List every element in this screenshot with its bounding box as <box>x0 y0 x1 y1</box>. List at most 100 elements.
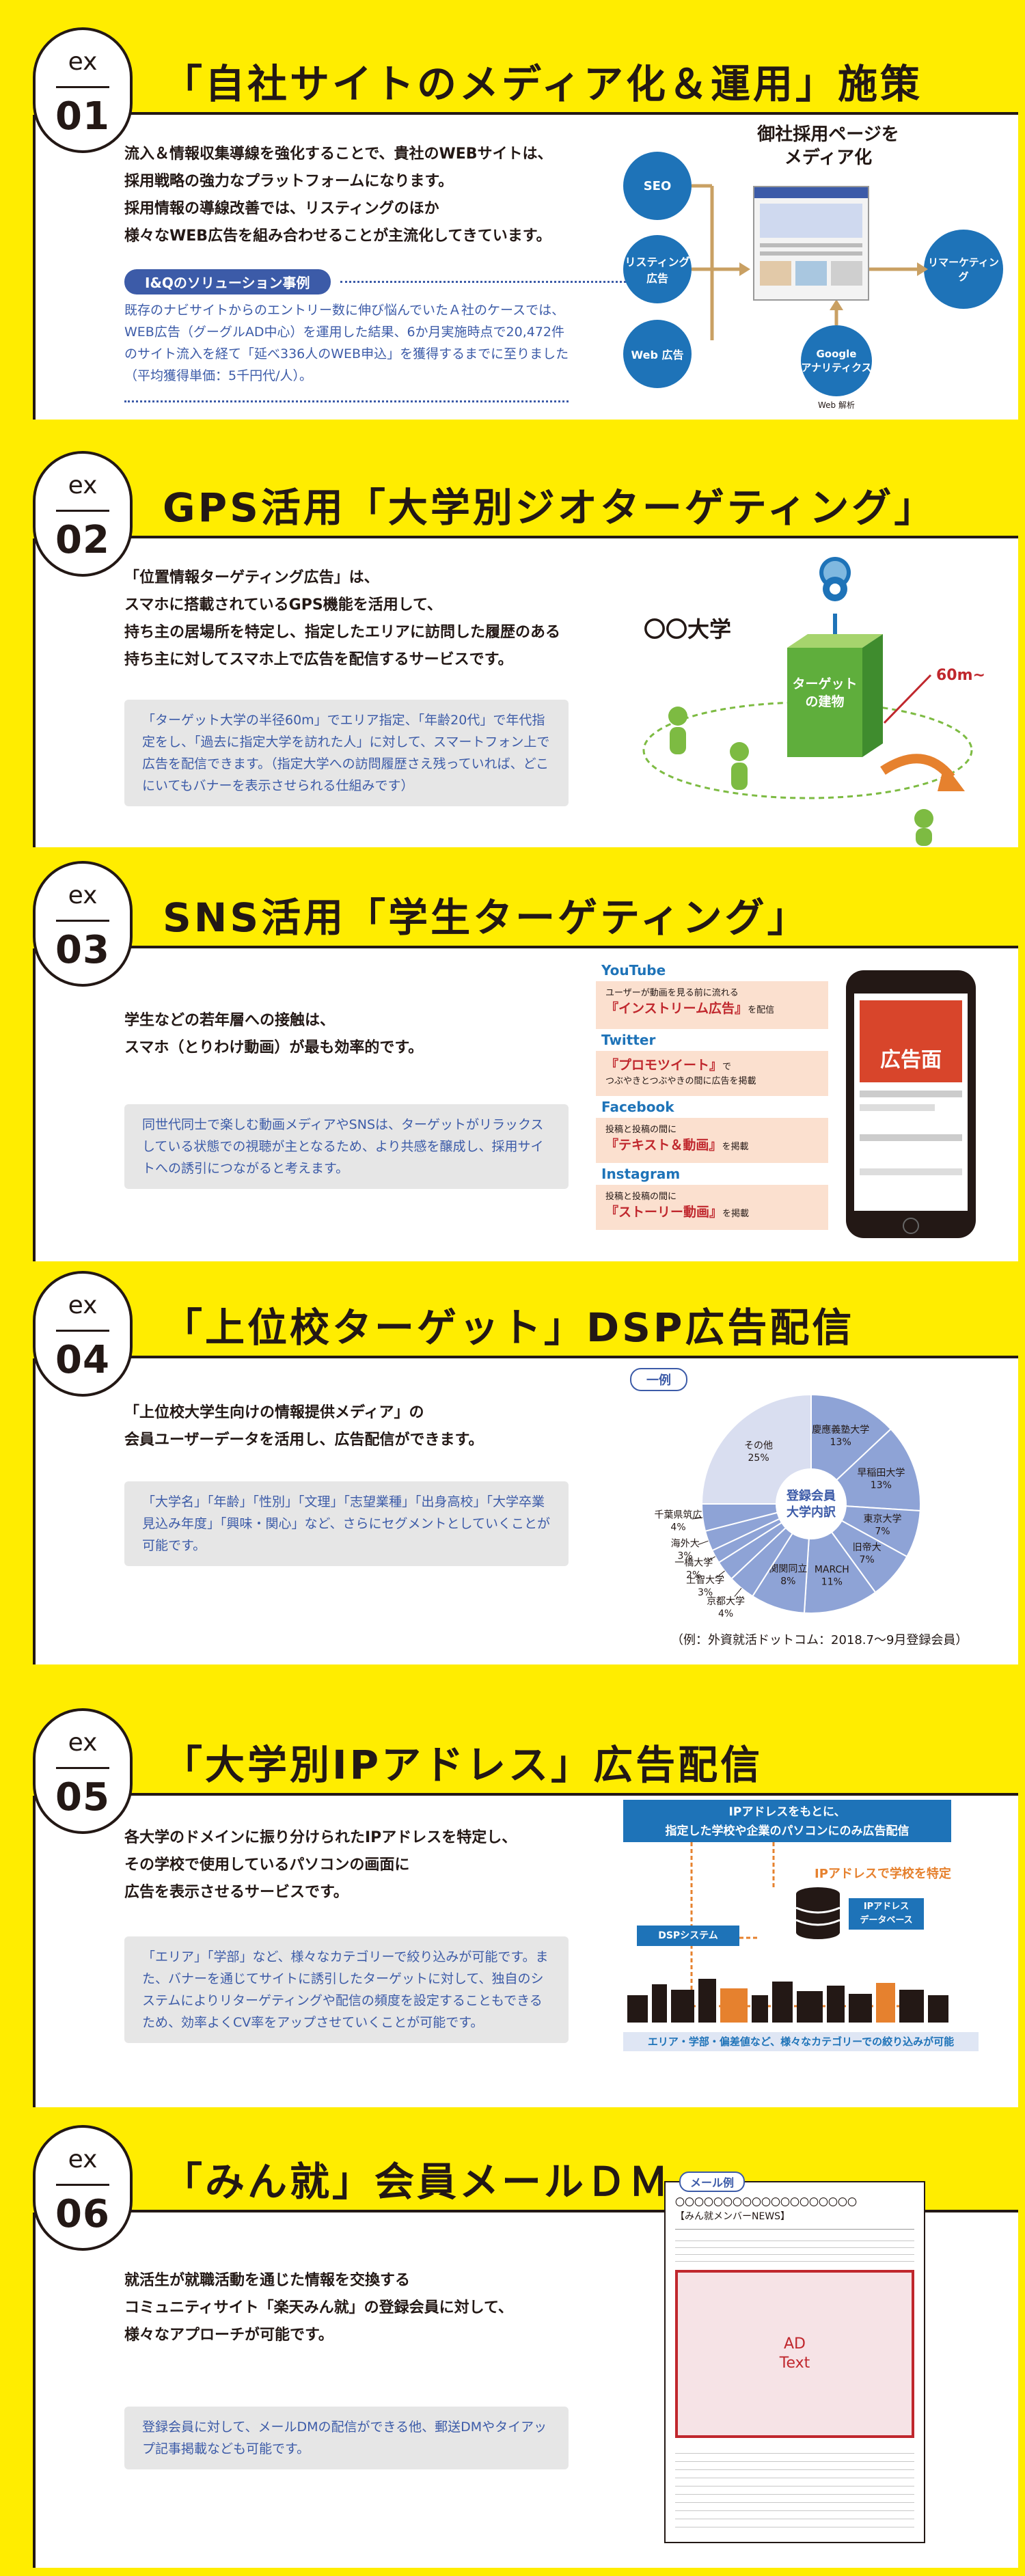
geo-diagram <box>642 557 973 846</box>
pie-label: 一橋大学 <box>674 1557 713 1568</box>
pie-center-label: 登録会員 大学内訳 <box>787 1489 836 1520</box>
pie-badge: 一例 <box>630 1368 687 1391</box>
pie-leader-line <box>734 1587 742 1597</box>
pie-value: 3% <box>698 1587 713 1598</box>
lead-text: 各大学のドメインに振り分けられたIPアドレスを特定し、 その学校で使用しているパ… <box>124 1829 517 1901</box>
section-title: 「みん就」会員メールＤＭ <box>163 2159 672 2205</box>
remarketing-circle: リマーケティング <box>924 230 1003 309</box>
pie-label: 上智大学 <box>686 1575 724 1586</box>
ex-number: 05 <box>55 1775 110 1820</box>
category-banner: エリア・学部・偏差値など、様々なカテゴリーでの絞り込みが可能 <box>623 2032 979 2051</box>
pie-label: 東京大学 <box>863 1513 901 1524</box>
ip-database-label: IPアドレス データベース <box>849 1898 924 1930</box>
ad-platform: Twitter <box>601 1032 656 1048</box>
ad-youtube: YouTube ユーザーが動画を見る前に流れる 『インストリーム広告』を配信 <box>596 962 828 1029</box>
lead-text: 就活生が就職活動を通じた情報を交換する コミュニティサイト「楽天みん就」の登録会… <box>124 2272 513 2344</box>
seo-circle: SEO <box>623 152 692 220</box>
solution-tag: I&Qのソリューション事例 <box>124 269 634 294</box>
pie-value: 7% <box>860 1554 875 1565</box>
pie-leader-line <box>698 1540 709 1546</box>
pie-label: その他 <box>744 1440 773 1451</box>
section-title: SNS活用「学生ターゲティング」 <box>163 894 810 941</box>
pie-value: 7% <box>875 1526 890 1537</box>
ex-badge: ex 04 <box>33 1271 133 1397</box>
phone-ad-label: 広告面 <box>880 1048 942 1072</box>
section-header: ex 05 「大学別IPアドレス」広告配信 <box>33 1695 1018 1834</box>
ex-badge: ex 03 <box>33 861 133 987</box>
pie-label: 千葉県筑広 <box>655 1510 702 1521</box>
ex-label: ex <box>68 1729 98 1757</box>
ex-badge: ex 02 <box>33 451 133 577</box>
ad-platform: Facebook <box>601 1099 674 1115</box>
pie-value: 3% <box>677 1550 692 1561</box>
mail-ad-text: AD Text <box>779 2335 810 2372</box>
ad-facebook: Facebook 投稿と投稿の間に 『テキスト＆動画』を掲載 <box>596 1099 828 1163</box>
section-body: 就活生が就職活動を通じた情報を交換する コミュニティサイト「楽天みん就」の登録会… <box>33 2171 1018 2568</box>
lead-text: 学生などの若年層への接触は、 スマホ（とりわけ動画）が最も効率的です。 <box>124 1012 424 1056</box>
identify-label: IPアドレスで学校を特定 <box>815 1867 951 1881</box>
pie-value: 4% <box>670 1522 685 1533</box>
section-header: ex 06 「みん就」会員メールＤＭ <box>33 2111 1018 2251</box>
note-box: 同世代同士で楽しむ動画メディアやSNSは、ターゲットがリラックスしている状態での… <box>124 1104 569 1189</box>
pie-label: 京都大学 <box>707 1596 745 1607</box>
pie-label: 海外大 <box>671 1538 700 1549</box>
section-body: 「上位校大学生向けの情報提供メディア」の 会員ユーザーデータを活用し、広告配信が… <box>33 1358 1018 1664</box>
ex-number: 01 <box>55 94 110 139</box>
listing-circle: リスティング 広告 <box>623 235 692 303</box>
section-title: 「上位校ターゲット」DSP広告配信 <box>163 1304 855 1351</box>
section-header: ex 03 SNS活用「学生ターゲティング」 <box>33 847 1018 987</box>
pie-value: 25% <box>748 1453 769 1464</box>
dsp-system-label: DSPシステム <box>637 1926 739 1946</box>
mail-ad-area: AD Text <box>675 2270 914 2438</box>
source-note: （例：外資就活ドットコム：2018.7～9月登録会員） <box>671 1633 968 1647</box>
pie-label: 関関同立 <box>769 1563 807 1574</box>
section-title: 「大学別IPアドレス」広告配信 <box>163 1742 763 1788</box>
ex-label: ex <box>68 471 98 499</box>
pie-label: MARCH <box>815 1564 849 1575</box>
section-header: ex 02 GPS活用「大学別ジオターゲティング」 <box>33 437 1018 577</box>
pie-leader-line <box>692 1517 703 1520</box>
section-body: 「位置情報ターゲティング広告」は、 スマホに搭載されているGPS機能を活用して、… <box>33 538 1018 847</box>
ex-number: 04 <box>55 1338 110 1382</box>
diagram-arrows <box>692 184 928 340</box>
ex-badge: ex 05 <box>33 1708 133 1834</box>
pie-slice <box>700 1393 812 1505</box>
ex-number: 06 <box>55 2192 110 2236</box>
lead-text: 流入＆情報収集導線を強化することで、貴社のWEBサイトは、 採用戦略の強力なプラ… <box>124 146 553 245</box>
case-note: 既存のナビサイトからのエントリー数に伸び悩んでいたＡ社のケースでは、WEB広告（… <box>124 303 569 383</box>
note-box: 「ターゲット大学の半径60m」でエリア指定、「年齢20代」で年代指定をし、「過去… <box>124 700 569 806</box>
ip-delivery-box: IPアドレスをもとに、 指定した学校や企業のパソコンにのみ広告配信 <box>623 1800 951 1842</box>
ad-instagram: Instagram 投稿と投稿の間に 『ストーリー動画』を掲載 <box>596 1166 828 1230</box>
ad-platform: YouTube <box>601 962 666 978</box>
section-title: GPS活用「大学別ジオターゲティング」 <box>163 484 937 531</box>
pie-label: 早稲田大学 <box>857 1468 905 1479</box>
note-box: 「大学名」「年齢」「性別」「文理」「志望業種」「出身高校」「大学卒業見込み年度」… <box>124 1481 569 1566</box>
ex-label: ex <box>68 2146 98 2174</box>
pie-label: 慶應義塾大学 <box>812 1424 869 1436</box>
analytics-sub: Web 解析 <box>818 400 855 410</box>
section-header: ex 04 「上位校ターゲット」DSP広告配信 <box>33 1257 1018 1397</box>
phone-mockup: 広告面 <box>846 970 976 1238</box>
city-skyline <box>627 1979 948 2023</box>
analytics-circle: Google アナリティクス <box>801 325 872 396</box>
mail-example: メール例 〇〇〇〇〇〇〇〇〇〇〇〇〇〇〇〇〇〇〇 【みん就メンバーNEWS】 A… <box>664 2171 925 2543</box>
ex-label: ex <box>68 48 98 76</box>
ex-badge: ex 06 <box>33 2125 133 2251</box>
pie-value: 13% <box>871 1480 892 1491</box>
lead-text: 「上位校大学生向けの情報提供メディア」の 会員ユーザーデータを活用し、広告配信が… <box>124 1404 484 1449</box>
pie-value: 2% <box>686 1570 701 1580</box>
pie-value: 11% <box>821 1576 843 1587</box>
diagram-heading: 御社採用ページを メディア化 <box>757 124 899 168</box>
website-mockup <box>753 186 869 301</box>
pie-label: 旧帝大 <box>853 1542 882 1553</box>
ex-label: ex <box>68 1291 98 1319</box>
ex-label: ex <box>68 881 98 909</box>
pie-leader-line <box>715 1570 725 1578</box>
mail-subject: 〇〇〇〇〇〇〇〇〇〇〇〇〇〇〇〇〇〇〇 【みん就メンバーNEWS】 <box>675 2197 857 2222</box>
ex-number: 03 <box>55 928 110 972</box>
section-body: 各大学のドメインに振り分けられたIPアドレスを特定し、 その学校で使用しているパ… <box>33 1796 1018 2107</box>
university-label: 〇〇大学 <box>644 616 732 642</box>
section-title: 「自社サイトのメディア化＆運用」施策 <box>163 61 922 107</box>
pie-leader-line <box>705 1556 716 1563</box>
pie-value: 4% <box>718 1608 733 1619</box>
